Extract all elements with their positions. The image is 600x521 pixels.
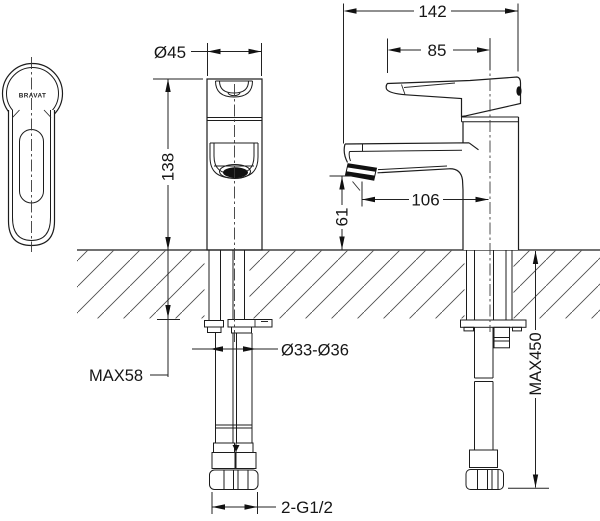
dim-spout-outlet-height: 61 <box>329 175 352 250</box>
deck-hatch-middle <box>249 250 465 319</box>
side-spout-outline <box>343 142 479 191</box>
front-handle-recess <box>215 80 253 98</box>
side-hex-nut <box>465 469 504 490</box>
dim-handle-top-diameter: Ø45 <box>154 43 262 76</box>
side-shank-lines <box>466 250 513 320</box>
dim-max-hose-length: MAX450 <box>508 251 549 489</box>
dim-mounting-hole-diameter: Ø33-Ø36 <box>192 342 349 360</box>
front-hose-collar-left <box>213 442 235 453</box>
front-clamp-right-nut <box>231 326 252 334</box>
dim-max-deck-thickness-label: MAX58 <box>89 367 143 385</box>
dim-total-depth: 142 <box>343 2 519 144</box>
front-clamp-left <box>204 320 224 328</box>
side-braided-section <box>469 449 498 468</box>
counter-section <box>77 249 600 319</box>
side-indicator-dot <box>516 86 522 96</box>
side-hex-nut-facets <box>477 469 499 490</box>
side-mounting-flange <box>460 319 527 328</box>
side-stud-lines <box>494 337 510 342</box>
side-spout-mask <box>460 143 466 190</box>
dimension-annotations: Ø45 138 MAX58 142 85 106 <box>89 2 549 517</box>
front-clamp-left-nut <box>207 326 222 333</box>
front-view-faucet <box>204 78 273 490</box>
side-view-faucet <box>343 38 527 490</box>
dim-spout-outlet-height-label: 61 <box>333 208 352 227</box>
deck-hatch-right <box>513 250 600 319</box>
dim-mounting-hole-diameter-label: Ø33-Ø36 <box>281 342 349 360</box>
front-shank-tubes <box>208 250 245 320</box>
dim-spout-reach-label: 106 <box>411 191 439 210</box>
side-handle-lever <box>385 76 522 118</box>
handle-neck-marks <box>12 109 52 118</box>
side-aerator-leader <box>352 181 361 191</box>
dim-handle-length: 85 <box>387 38 491 73</box>
front-hex-nut-facets <box>223 470 249 490</box>
side-flange-tab-right <box>512 326 522 332</box>
front-hose-collar-right <box>235 442 254 453</box>
dim-spout-reach: 106 <box>361 181 489 210</box>
side-flange-tab-left <box>463 326 474 332</box>
front-clamp-detail <box>254 319 268 327</box>
dim-hose-thread-label: 2-G1/2 <box>281 498 333 517</box>
side-supply-hose <box>474 327 494 450</box>
dim-handle-length-label: 85 <box>428 41 447 60</box>
dim-body-height-label: 138 <box>159 153 178 181</box>
dim-body-height: 138 MAX58 <box>89 78 203 385</box>
top-view-handle: BRAVAT <box>1 57 64 252</box>
front-braided-section-right <box>235 452 257 469</box>
front-braided-section-left <box>211 452 236 469</box>
dim-max-hose-length-label: MAX450 <box>527 332 545 395</box>
side-aerator-stripes <box>345 163 377 181</box>
brand-logo-text: BRAVAT <box>19 93 47 100</box>
aerator-outlet <box>223 167 248 178</box>
dim-total-depth-label: 142 <box>418 2 446 21</box>
front-hose-joint <box>215 424 252 429</box>
handle-lever-inner-outline <box>12 110 51 242</box>
side-spout-inner-lines <box>348 143 463 171</box>
side-handle-detail-lines <box>401 82 456 95</box>
aerator-ring <box>219 164 251 179</box>
side-body-fill <box>463 122 519 250</box>
front-center-mark <box>232 445 240 452</box>
dim-handle-top-diameter-label: Ø45 <box>154 43 186 62</box>
deck-hatch-left <box>77 250 205 319</box>
dim-hose-thread: 2-G1/2 <box>211 492 333 517</box>
front-supply-hoses <box>215 333 253 443</box>
